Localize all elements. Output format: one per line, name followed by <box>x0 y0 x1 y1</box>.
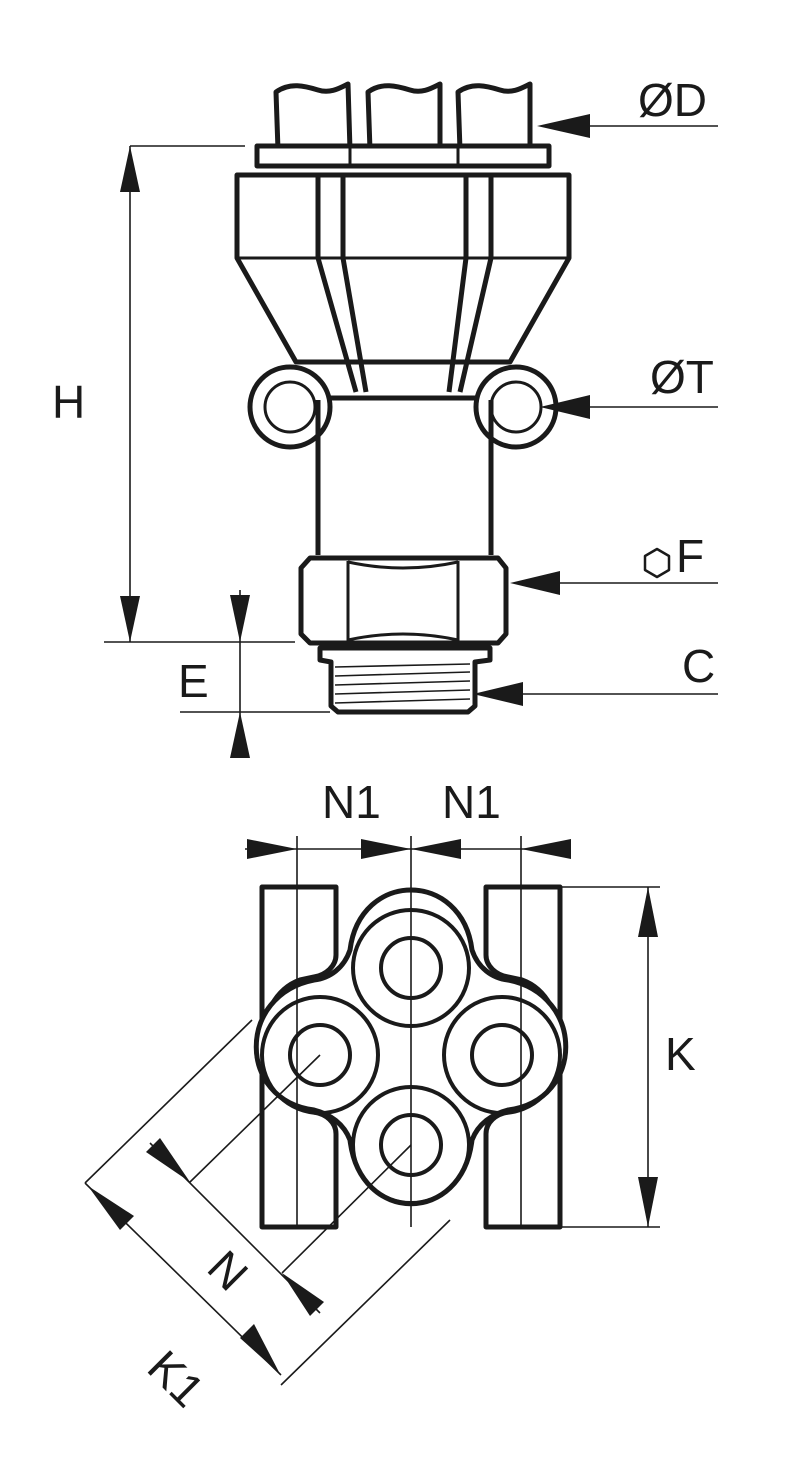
collet-ring <box>254 143 552 169</box>
leader-ot <box>540 395 718 419</box>
side-port-right <box>473 364 559 450</box>
port-right <box>442 995 562 1115</box>
label-f: F <box>676 530 704 582</box>
label-ot: ØT <box>650 351 714 403</box>
neck <box>315 400 494 555</box>
side-port-left <box>247 364 333 450</box>
side-view: H E ØD ØT F C <box>52 74 718 758</box>
label-k1: K1 <box>138 1340 215 1417</box>
bottom-view: N1 N1 K N K1 <box>84 776 696 1417</box>
tubes <box>273 81 533 153</box>
label-c: C <box>682 640 715 692</box>
label-e: E <box>178 655 209 707</box>
dimension-n <box>146 1054 412 1316</box>
hex-symbol-icon <box>643 547 671 579</box>
dimension-e <box>180 590 330 758</box>
leader-od <box>537 114 718 138</box>
label-n1-left: N1 <box>322 776 381 828</box>
centerlines <box>296 836 522 1227</box>
upper-body <box>234 172 572 393</box>
port-left <box>260 995 380 1115</box>
label-n: N <box>198 1240 258 1300</box>
dimension-h <box>104 145 295 643</box>
leader-f <box>510 547 718 595</box>
label-h: H <box>52 376 85 428</box>
dimension-n1 <box>245 839 571 859</box>
dimension-k1 <box>84 1019 451 1386</box>
hex-nut <box>298 555 509 646</box>
dimension-k <box>560 886 660 1228</box>
label-od: ØD <box>638 74 707 126</box>
label-n1-right: N1 <box>442 776 501 828</box>
label-k: K <box>665 1028 696 1080</box>
leader-c <box>473 682 718 706</box>
thread <box>317 645 493 715</box>
